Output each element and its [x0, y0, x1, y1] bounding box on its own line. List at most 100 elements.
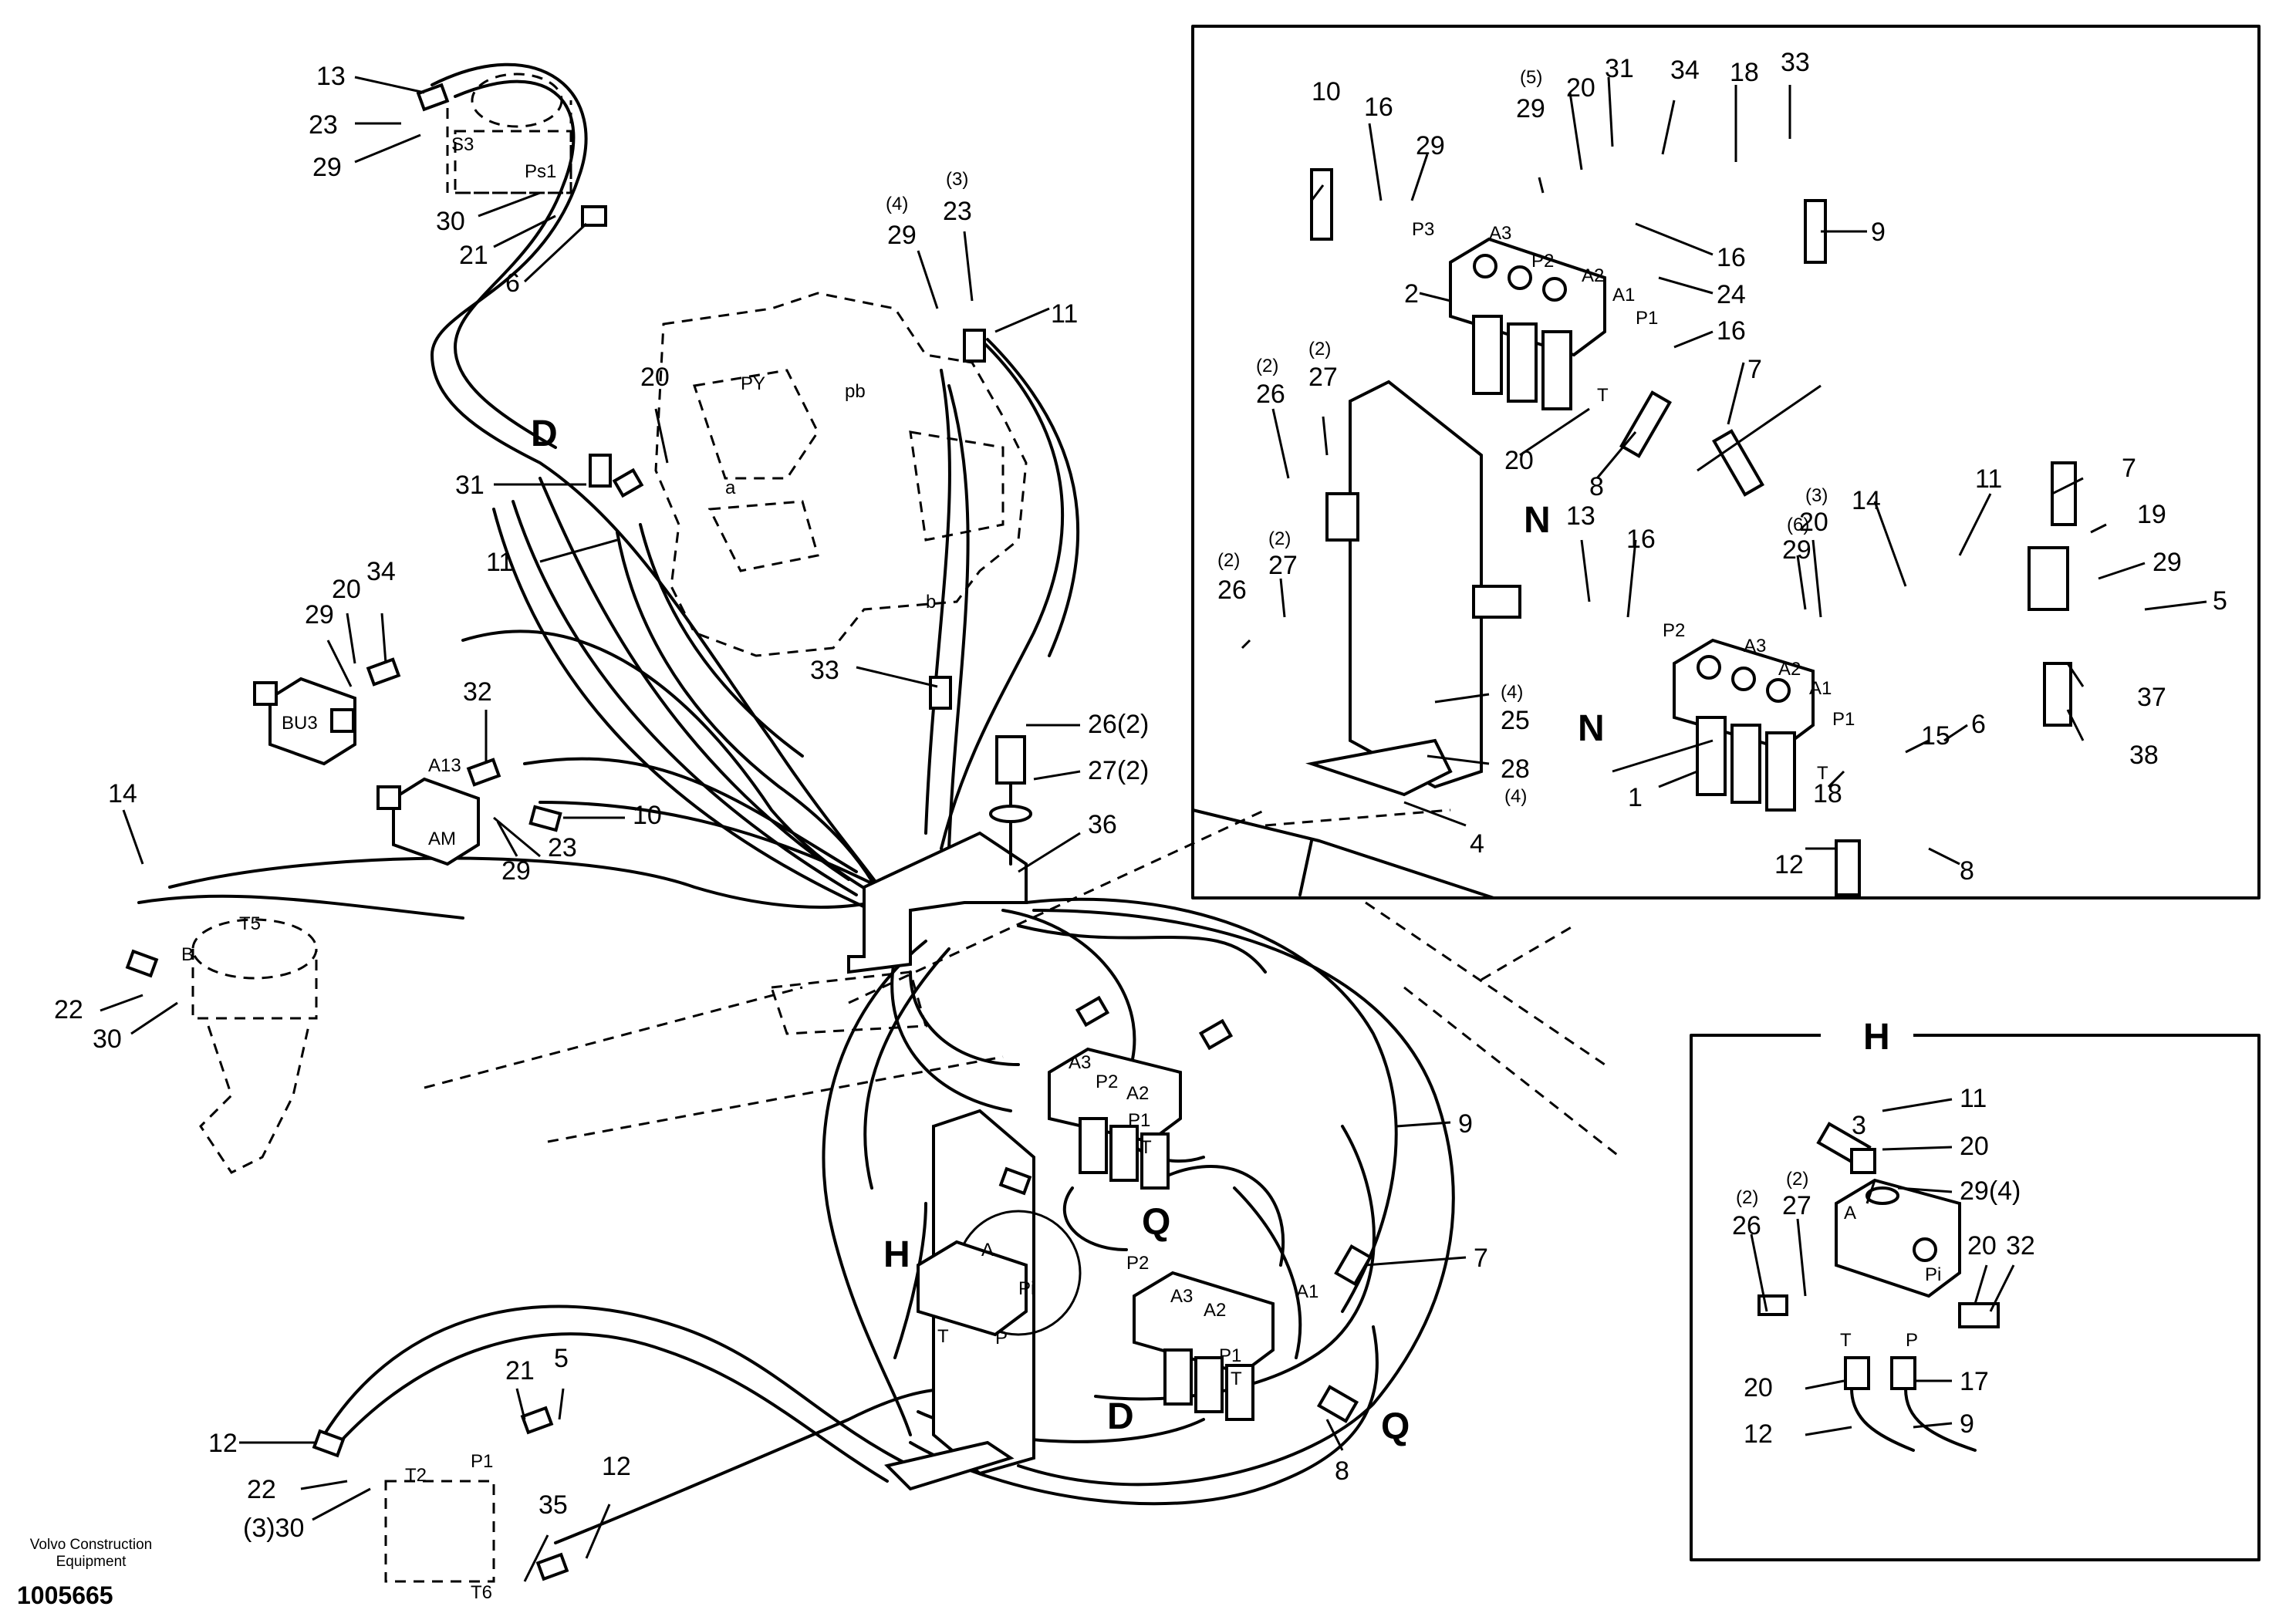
callout-9: 9: [1458, 1109, 1473, 1139]
port-label-a1: A1: [1612, 285, 1635, 305]
port-label-a3: A3: [1489, 223, 1511, 244]
callout-31: 31: [455, 471, 485, 500]
view-label-n: N: [1524, 500, 1551, 541]
callout-34: 34: [366, 557, 396, 586]
callout-29: 29: [1416, 131, 1445, 160]
detail-frame-n: [1191, 25, 2261, 899]
port-label-p2: P2: [1663, 620, 1685, 641]
callout-26: 26: [1217, 575, 1247, 605]
document-number: 1005665: [17, 1581, 113, 1609]
callout-24: 24: [1717, 280, 1746, 309]
callout-12: 12: [602, 1452, 631, 1481]
callout-15: 15: [1921, 721, 1950, 751]
port-label-s3: S3: [451, 134, 474, 155]
callout-27: 27: [1308, 363, 1338, 392]
callout-19: 19: [2137, 500, 2166, 529]
callout-10: 10: [1312, 77, 1341, 106]
callout-5: 5: [554, 1344, 569, 1373]
valve-block-upper: [1048, 1047, 1182, 1190]
callout-30: 30: [93, 1024, 122, 1054]
bu3-valve: [253, 677, 356, 766]
view-label-d: D: [531, 413, 558, 454]
port-label-t: T: [1597, 385, 1609, 406]
callout-18: 18: [1730, 58, 1759, 87]
port-label-t: T: [1817, 763, 1828, 784]
port-label-a1: A1: [1809, 678, 1832, 699]
port-label-p1: P1: [1128, 1110, 1150, 1131]
callout-22: 22: [54, 995, 83, 1024]
phantom-components: [191, 73, 1621, 1583]
callout-30: 30: [436, 207, 465, 236]
port-label-t: T: [1840, 1330, 1852, 1351]
callout-20: 20: [1967, 1231, 1997, 1261]
port-labels: S3 Ps1 PY pb a b BU3 A13 AM B T5 A3 P2 A…: [181, 134, 1319, 1603]
callout-leaders: [100, 76, 2207, 1582]
callout-26: 26: [1256, 380, 1285, 409]
clamp-bracket: [847, 735, 1032, 974]
callout-3: 3: [1852, 1111, 1866, 1140]
callout-37: 37: [2137, 683, 2166, 712]
callout-27: 27(2): [1088, 756, 1149, 785]
port-label-p1: P1: [1219, 1345, 1241, 1366]
callout-23: 23: [943, 197, 972, 226]
port-label-b: b: [926, 592, 936, 613]
callout-32: 32: [2006, 1231, 2035, 1261]
callout-6: 6: [505, 268, 520, 298]
callout-14: 14: [1852, 486, 1881, 515]
callout-38: 38: [2129, 741, 2159, 770]
callout-qty: (2): [1786, 1169, 1808, 1190]
port-label-a2: A2: [1126, 1083, 1149, 1104]
port-label-pi: Pi: [1018, 1278, 1035, 1299]
callout-17: 17: [1960, 1367, 1989, 1396]
callout-20: 20: [332, 575, 361, 604]
callout-9: 9: [1960, 1409, 1974, 1439]
callout-21: 21: [505, 1356, 535, 1385]
callout-11: 11: [1975, 464, 2002, 494]
callout-8: 8: [1335, 1456, 1349, 1486]
port-label-ps1: Ps1: [525, 161, 556, 182]
callout-29: 29: [887, 221, 917, 250]
callout-26: 26: [1732, 1211, 1761, 1240]
inset-h-title: H: [1863, 1017, 1890, 1058]
callout-16: 16: [1717, 243, 1746, 272]
callout-8: 8: [1960, 856, 1974, 886]
callout-1: 1: [1628, 783, 1643, 812]
port-label-b: B: [181, 944, 194, 965]
port-label-t: T: [937, 1326, 949, 1347]
callout-11: 11: [486, 548, 513, 577]
detail-frame-h: [1690, 1017, 2261, 1561]
callout-29: 29: [2152, 548, 2182, 577]
callout-11: 11: [1051, 299, 1078, 329]
port-label-a3: A3: [1170, 1286, 1193, 1307]
port-label-p2: P2: [1126, 1253, 1149, 1274]
callout-33: 33: [810, 656, 839, 685]
callout-7: 7: [1747, 355, 1762, 384]
callout-qty: (4): [1504, 786, 1527, 807]
port-label-py: PY: [741, 373, 765, 394]
port-label-p1: P1: [471, 1451, 493, 1472]
callout-29: 29: [1782, 535, 1811, 565]
port-label-pb: pb: [845, 381, 866, 402]
callout-29: 29: [312, 153, 342, 182]
view-label-n: N: [1578, 708, 1605, 749]
callout-29: 29: [305, 600, 334, 629]
callout-26: 26(2): [1088, 710, 1149, 739]
inset-h-callouts: H 11 3 20 29(4) (2) 26 (2) 27 20 32 20 1…: [1732, 1017, 2035, 1449]
callout-qty: (2): [1217, 550, 1240, 571]
port-label-am: AM: [428, 829, 456, 849]
callout-13: 13: [316, 62, 346, 91]
callout-13: 13: [1566, 501, 1595, 531]
hose-fittings: [125, 83, 1373, 1581]
inset-n-ports: P3 A3 P2 A2 A1 P1 T P2 A3 A2 A1 P1 T N N: [1412, 219, 1855, 784]
view-label-d: D: [1107, 1396, 1134, 1437]
port-label-p: P: [1906, 1330, 1918, 1351]
port-label-a: A: [1844, 1203, 1856, 1223]
valve-block-h-main: [917, 1240, 1028, 1337]
inset-n-components: [1305, 168, 2077, 896]
valve-block-lower: [1133, 1271, 1275, 1421]
port-label-p2: P2: [1531, 251, 1554, 272]
callout-29: 29: [1516, 94, 1545, 123]
port-label-a: A: [981, 1240, 994, 1261]
callout-7: 7: [2122, 454, 2136, 483]
